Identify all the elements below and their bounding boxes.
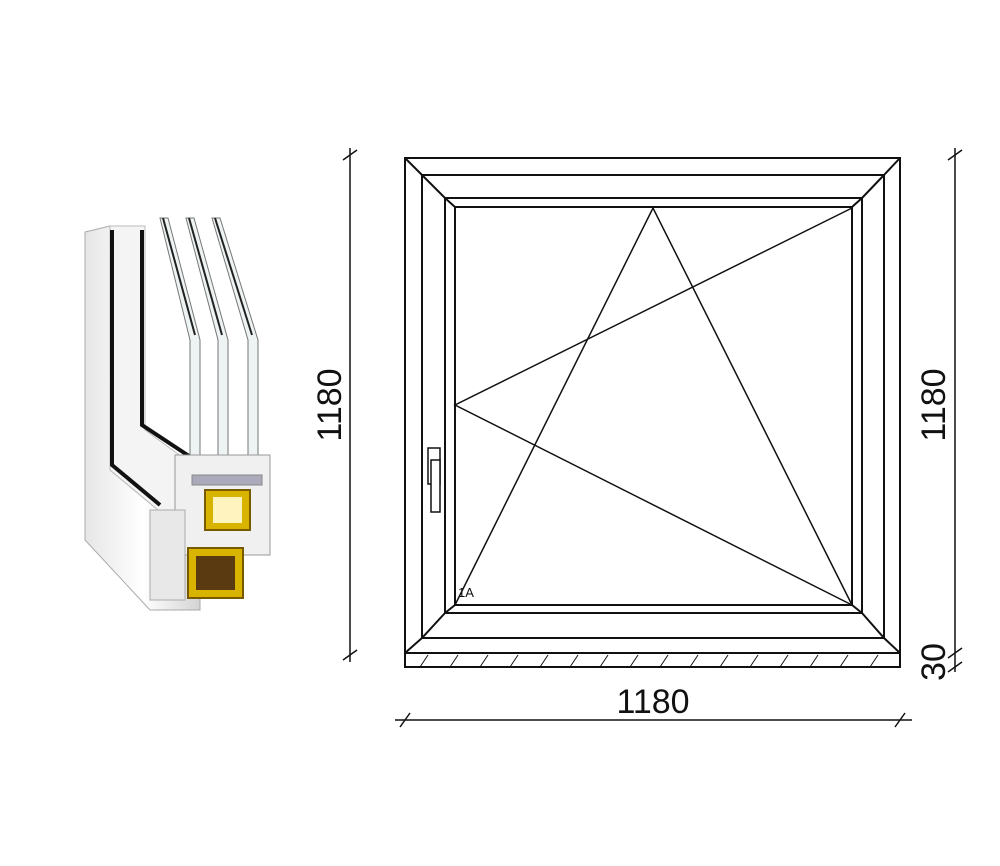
sill-profile xyxy=(404,652,901,668)
sill-dimension: 30 xyxy=(915,643,953,681)
dimension-lines xyxy=(342,148,963,728)
height-dimension-left: 1180 xyxy=(311,368,349,441)
window-elevation xyxy=(404,157,901,668)
height-dimension-right: 1180 xyxy=(915,368,953,441)
sash-label: 1A xyxy=(458,585,474,600)
opening-lines xyxy=(453,206,853,606)
handle-icon xyxy=(427,447,441,513)
profile-cross-section xyxy=(84,217,271,611)
width-dimension: 1180 xyxy=(616,683,689,721)
